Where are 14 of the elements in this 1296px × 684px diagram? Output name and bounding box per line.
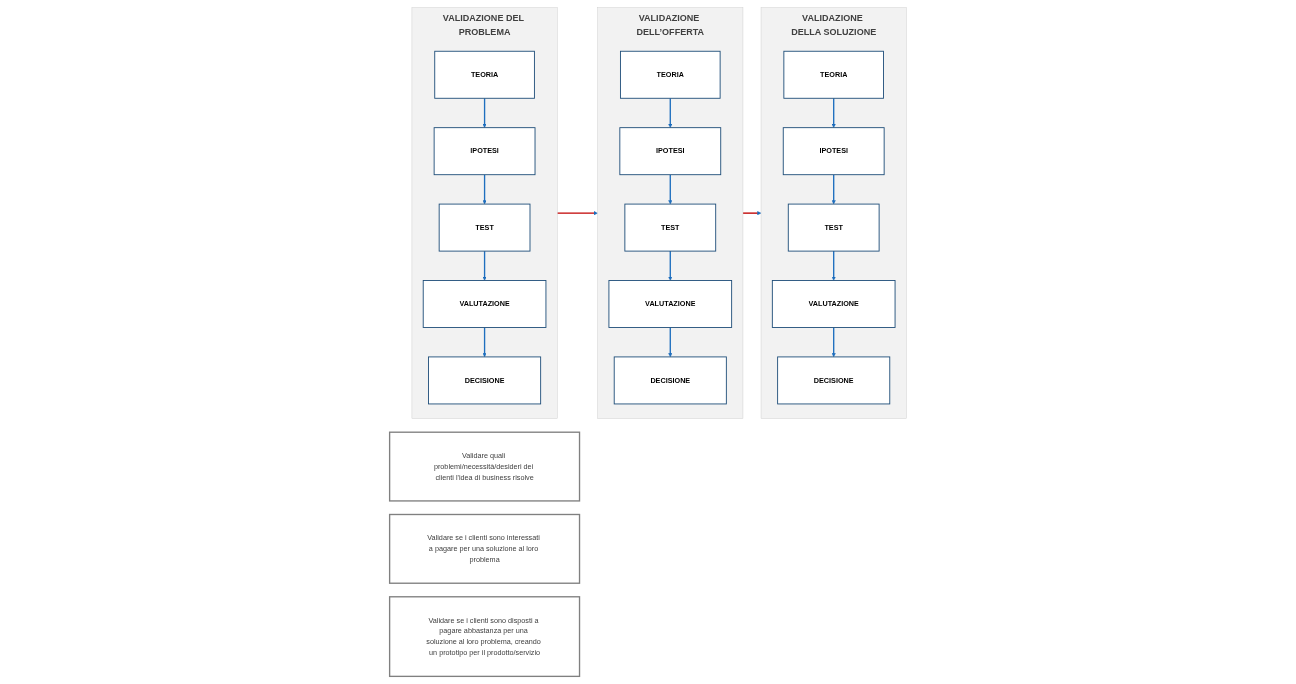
arrow xyxy=(668,326,673,358)
arrow xyxy=(482,250,487,281)
arrow xyxy=(831,174,836,205)
arrow xyxy=(482,174,487,205)
arrow xyxy=(482,97,487,128)
arrow xyxy=(668,250,673,281)
arrow xyxy=(668,97,673,128)
arrow xyxy=(482,326,487,358)
arrow xyxy=(831,97,836,128)
arrow xyxy=(668,174,673,205)
arrow xyxy=(831,326,836,358)
arrow xyxy=(742,211,762,216)
arrow xyxy=(556,211,598,216)
arrow xyxy=(831,250,836,281)
